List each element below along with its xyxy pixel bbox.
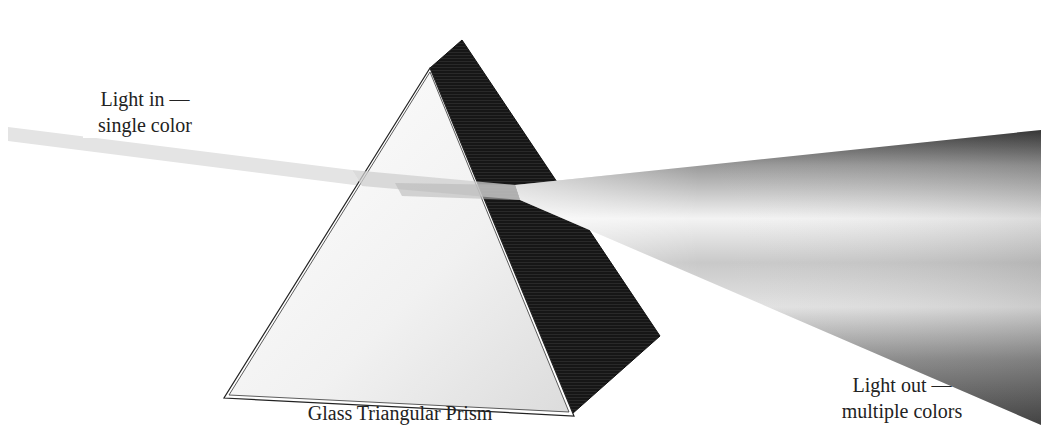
object-caption: Glass Triangular Prism (240, 400, 560, 426)
refracted-beam (352, 170, 520, 200)
spectrum-fan-shade (515, 130, 1041, 425)
spectrum-fan (515, 130, 1041, 425)
prism-outline (224, 68, 574, 416)
refracted-beam-core (395, 183, 520, 200)
light-label: Light in — single color (83, 86, 207, 138)
light-label: Light out — multiple colors (827, 372, 977, 424)
prism-front-face (229, 72, 569, 412)
